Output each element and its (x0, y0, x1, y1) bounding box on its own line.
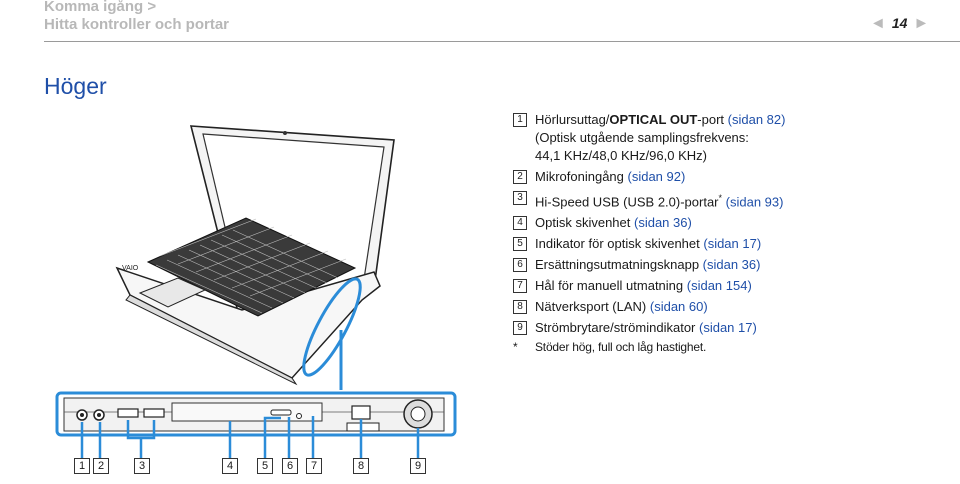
header-divider (44, 41, 960, 42)
footnote: * Stöder hög, full och låg hastighet. (513, 340, 953, 354)
item-text: Indikator för optisk skivenhet (sidan 17… (535, 235, 761, 253)
page-navigation: ◄ 14 ► (870, 15, 960, 33)
list-item: 4 Optisk skivenhet (sidan 36) (513, 214, 953, 232)
breadcrumb-current: Hitta kontroller och portar (44, 16, 230, 33)
list-item: 1 Hörlursuttag/OPTICAL OUT-port (sidan 8… (513, 111, 953, 165)
list-item: 5 Indikator för optisk skivenhet (sidan … (513, 235, 953, 253)
footnote-text: Stöder hög, full och låg hastighet. (535, 340, 707, 355)
page-link[interactable]: (sidan 93) (722, 194, 784, 210)
item-label: Hi-Speed USB (USB 2.0)-portar (535, 194, 719, 210)
callout-label-6: 6 (282, 458, 298, 474)
footnote-star: * (513, 340, 518, 355)
callout-label-7: 7 (306, 458, 322, 474)
callout-label-5: 5 (257, 458, 273, 474)
list-item: 9 Strömbrytare/strömindikator (sidan 17) (513, 319, 953, 337)
next-page-icon[interactable]: ► (913, 15, 930, 32)
item-label: Ersättningsutmatningsknapp (535, 257, 703, 273)
item-text: Hål för manuell utmatning (sidan 154) (535, 277, 752, 295)
callout-label-1: 1 (74, 458, 90, 474)
page-link[interactable]: (sidan 17) (703, 236, 762, 252)
callout-label-9: 9 (410, 458, 426, 474)
item-number: 3 (513, 191, 527, 205)
list-item: 8 Nätverksport (LAN) (sidan 60) (513, 298, 953, 316)
footnote-marker: * (718, 193, 723, 203)
page-link[interactable]: (sidan 92) (627, 169, 686, 184)
item-number: 6 (513, 258, 527, 273)
callout-label-3: 3 (134, 458, 150, 474)
item-text: Optisk skivenhet (sidan 36) (535, 214, 692, 232)
callout-label-8: 8 (353, 458, 369, 474)
page-link[interactable]: (sidan 36) (702, 257, 761, 273)
item-subtext: 44,1 KHz/48,0 KHz/96,0 KHz) (535, 148, 707, 163)
item-number: 9 (513, 321, 527, 336)
page-link[interactable]: (sidan 82) (727, 112, 786, 127)
item-text: Strömbrytare/strömindikator (sidan 17) (535, 319, 757, 337)
prev-page-icon[interactable]: ◄ (870, 15, 886, 32)
section-title: Höger (44, 73, 107, 99)
item-label: Optisk skivenhet (535, 215, 634, 231)
item-label: Mikrofoningång (535, 169, 628, 184)
item-number: 8 (513, 300, 527, 315)
list-item: 6 Ersättningsutmatningsknapp (sidan 36) (513, 256, 953, 274)
page-link[interactable]: (sidan 60) (649, 299, 708, 315)
item-text: Mikrofoningång (sidan 92) (535, 168, 685, 186)
list-item: 3 Hi-Speed USB (USB 2.0)-portar* (sidan … (513, 189, 953, 211)
page-number: 14 (891, 15, 908, 31)
port-list: 1 Hörlursuttag/OPTICAL OUT-port (sidan 8… (513, 111, 953, 354)
list-item: 7 Hål för manuell utmatning (sidan 154) (513, 277, 953, 295)
callout-label-4: 4 (222, 458, 238, 474)
item-text: Ersättningsutmatningsknapp (sidan 36) (535, 256, 760, 274)
item-label: Nätverksport (LAN) (535, 299, 650, 315)
page-link[interactable]: (sidan 154) (686, 278, 752, 294)
item-text-part: Hörlursuttag/ (535, 112, 610, 127)
item-text: Hi-Speed USB (USB 2.0)-portar* (sidan 93… (535, 189, 783, 211)
item-number: 5 (513, 237, 527, 252)
svg-text:VAIO: VAIO (122, 265, 139, 272)
item-label: Hål för manuell utmatning (535, 278, 687, 294)
item-text-part: -port (697, 112, 728, 127)
item-text: Hörlursuttag/OPTICAL OUT-port (sidan 82)… (535, 111, 785, 165)
item-label: Strömbrytare/strömindikator (535, 320, 699, 336)
item-label: Indikator för optisk skivenhet (535, 236, 704, 252)
item-text-part-bold: OPTICAL OUT (609, 112, 698, 127)
item-subtext: (Optisk utgående samplingsfrekvens: (535, 130, 749, 145)
list-item: 2 Mikrofoningång (sidan 92) (513, 168, 953, 186)
item-text: Nätverksport (LAN) (sidan 60) (535, 298, 708, 316)
callout-label-2: 2 (93, 458, 109, 474)
item-number: 7 (513, 279, 527, 294)
breadcrumb-parent[interactable]: Komma igång > (44, 0, 157, 15)
item-number: 4 (513, 216, 527, 231)
page-link[interactable]: (sidan 17) (699, 320, 757, 336)
page-link[interactable]: (sidan 36) (634, 215, 692, 231)
item-number: 2 (513, 170, 527, 184)
item-number: 1 (513, 113, 527, 127)
